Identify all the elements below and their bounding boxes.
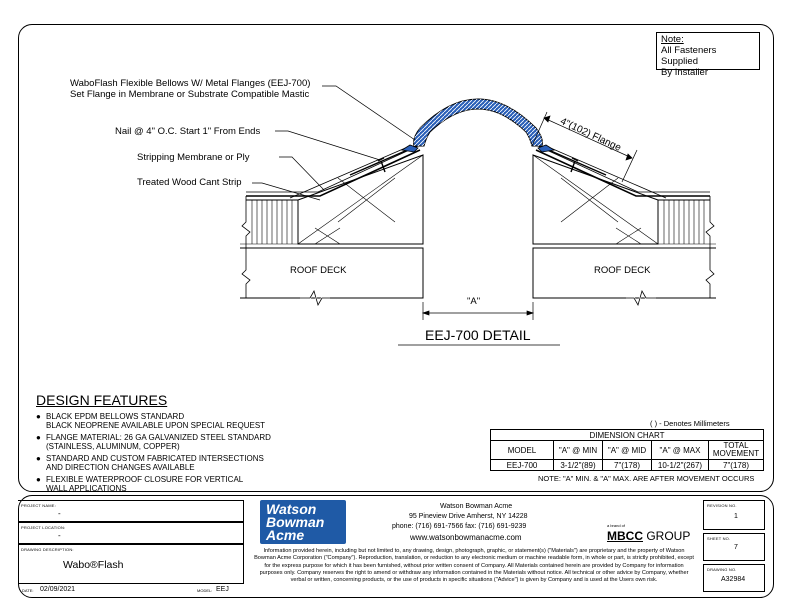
row-model: EEJ-700	[490, 459, 554, 471]
company-website: www.watsonbowmanacme.com	[410, 533, 522, 542]
eej-700-detail-drawing	[240, 85, 716, 346]
header-a-min: "A" @ MIN	[553, 440, 603, 460]
chart-note: NOTE: "A" MIN. & "A" MAX. ARE AFTER MOVE…	[538, 474, 755, 483]
feature-item: ● FLEXIBLE WATERPROOF CLOSURE FOR VERTIC…	[36, 474, 271, 494]
feature-item-line: (STAINLESS, ALUMINUM, COPPER)	[46, 442, 180, 451]
drawing-description-value: Wabo®Flash	[63, 559, 124, 571]
feature-item-line: STANDARD AND CUSTOM FABRICATED INTERSECT…	[46, 453, 264, 463]
bullet-icon: ●	[36, 474, 41, 484]
project-name-label: PROJECT NAME:	[21, 503, 56, 508]
legal-disclaimer: Information provided herein, including b…	[254, 548, 694, 584]
header-model: MODEL	[490, 440, 554, 460]
design-features-heading: DESIGN FEATURES	[36, 392, 168, 408]
logo-line-3: Acme	[266, 527, 305, 543]
model-value: EEJ	[216, 586, 229, 593]
company-address: 95 Pineview Drive Amherst, NY 14228	[409, 513, 528, 520]
project-location-value: -	[58, 531, 61, 540]
mbcc-brand-small: a brand of	[607, 523, 626, 528]
roof-deck-right-label: ROOF DECK	[594, 265, 651, 276]
note-line-1: All Fasteners Supplied	[661, 45, 717, 67]
sheet-label: SHEET NO.	[707, 536, 731, 541]
header-total: TOTAL	[723, 441, 749, 450]
mbcc-text: MBCC	[607, 529, 643, 543]
drawing-description-label: DRAWING DESCRIPTION:	[21, 547, 74, 552]
feature-item-line: BLACK EPDM BELLOWS STANDARD	[46, 411, 185, 421]
drawing-frame	[18, 24, 774, 492]
title-block-frame	[18, 495, 774, 598]
drawing-number-label: DRAWING NO.	[707, 567, 737, 572]
feature-item-line: WALL APPLICATIONS	[46, 484, 127, 493]
bellows	[400, 98, 556, 153]
header-a-mid: "A" @ MID	[602, 440, 652, 460]
company-name: Watson Bowman Acme	[440, 503, 513, 510]
drawing-number-value: A32984	[721, 576, 746, 583]
bellows-callout-line-2: Set Flange in Membrane or Substrate Comp…	[70, 89, 310, 100]
row-a-mid: 7"(178)	[602, 459, 652, 471]
right-roof-assembly	[532, 145, 716, 308]
mbcc-logo: MBCC GROUP	[607, 529, 690, 543]
feature-item: ● FLANGE MATERIAL: 26 GA GALVANIZED STEE…	[36, 432, 271, 452]
note-heading: Note:	[661, 34, 684, 45]
stripping-callout: Stripping Membrane or Ply	[137, 152, 250, 163]
header-movement: MOVEMENT	[712, 449, 760, 458]
roof-deck-left-label: ROOF DECK	[290, 265, 347, 276]
nail-callout: Nail @ 4" O.C. Start 1" From Ends	[115, 126, 261, 137]
drawing-number-cell: DRAWING NO. A32984	[703, 564, 765, 592]
cant-strip-callout: Treated Wood Cant Strip	[137, 177, 242, 188]
feature-item-line: BLACK NEOPRENE AVAILABLE UPON SPECIAL RE…	[46, 421, 266, 430]
design-features: DESIGN FEATURES ● BLACK EPDM BELLOWS STA…	[36, 393, 271, 496]
date-value: 02/09/2021	[40, 586, 76, 593]
feature-item-line: FLANGE MATERIAL: 26 GA GALVANIZED STEEL …	[46, 432, 271, 442]
revision-value: 1	[734, 513, 738, 520]
bellows-callout-line-1: WaboFlash Flexible Bellows W/ Metal Flan…	[70, 78, 311, 89]
mbcc-group-text: GROUP	[646, 529, 691, 543]
millimeter-note: ( ) - Denotes Millimeters	[650, 419, 730, 428]
row-a-min: 3-1/2"(89)	[553, 459, 603, 471]
row-total-movement: 7"(178)	[708, 459, 764, 471]
feature-item: ● STANDARD AND CUSTOM FABRICATED INTERSE…	[36, 453, 271, 473]
project-location-cell: PROJECT LOCATION: -	[18, 522, 244, 544]
left-roof-assembly	[240, 145, 424, 308]
logo-line-1: Watson	[266, 501, 317, 517]
watson-bowman-acme-logo: Watson Bowman Acme	[260, 500, 346, 544]
detail-title: EEJ-700 DETAIL	[425, 327, 531, 343]
model-label: MODEL:	[197, 588, 213, 593]
gap-a-label: "A"	[467, 296, 481, 307]
logo-line-2: Bowman	[266, 514, 325, 530]
dimension-chart: DIMENSION CHART MODEL "A" @ MIN "A" @ MI…	[490, 429, 764, 471]
feature-item-line: AND DIRECTION CHANGES AVAILABLE	[46, 463, 195, 472]
drawing-description-cell: DRAWING DESCRIPTION: Wabo®Flash	[18, 544, 244, 584]
revision-cell: REVISION NO. 1	[703, 500, 765, 530]
sheet-cell: SHEET NO. 7	[703, 533, 765, 561]
sheet-value: 7	[734, 544, 738, 551]
date-label: DATE:	[22, 588, 34, 593]
revision-label: REVISION NO.	[707, 503, 737, 508]
project-location-label: PROJECT LOCATION:	[21, 525, 66, 530]
note-line-2: By Installer	[661, 67, 708, 78]
feature-item-line: FLEXIBLE WATERPROOF CLOSURE FOR VERTICAL	[46, 474, 244, 484]
bullet-icon: ●	[36, 411, 41, 421]
feature-item: ● BLACK EPDM BELLOWS STANDARD BLACK NEOP…	[36, 411, 271, 431]
bullet-icon: ●	[36, 432, 41, 442]
dimension-chart-title: DIMENSION CHART	[490, 429, 764, 441]
leader-lines	[252, 85, 638, 320]
project-name-cell: PROJECT NAME: -	[18, 500, 244, 522]
header-total-movement: TOTAL MOVEMENT	[708, 440, 764, 460]
bullet-icon: ●	[36, 453, 41, 463]
company-phone: phone: (716) 691-7566 fax: (716) 691-923…	[392, 523, 527, 530]
row-a-max: 10-1/2"(267)	[651, 459, 709, 471]
project-name-value: -	[58, 509, 61, 518]
fastener-note: Note: All Fasteners Supplied By Installe…	[656, 32, 760, 78]
header-a-max: "A" @ MAX	[651, 440, 709, 460]
